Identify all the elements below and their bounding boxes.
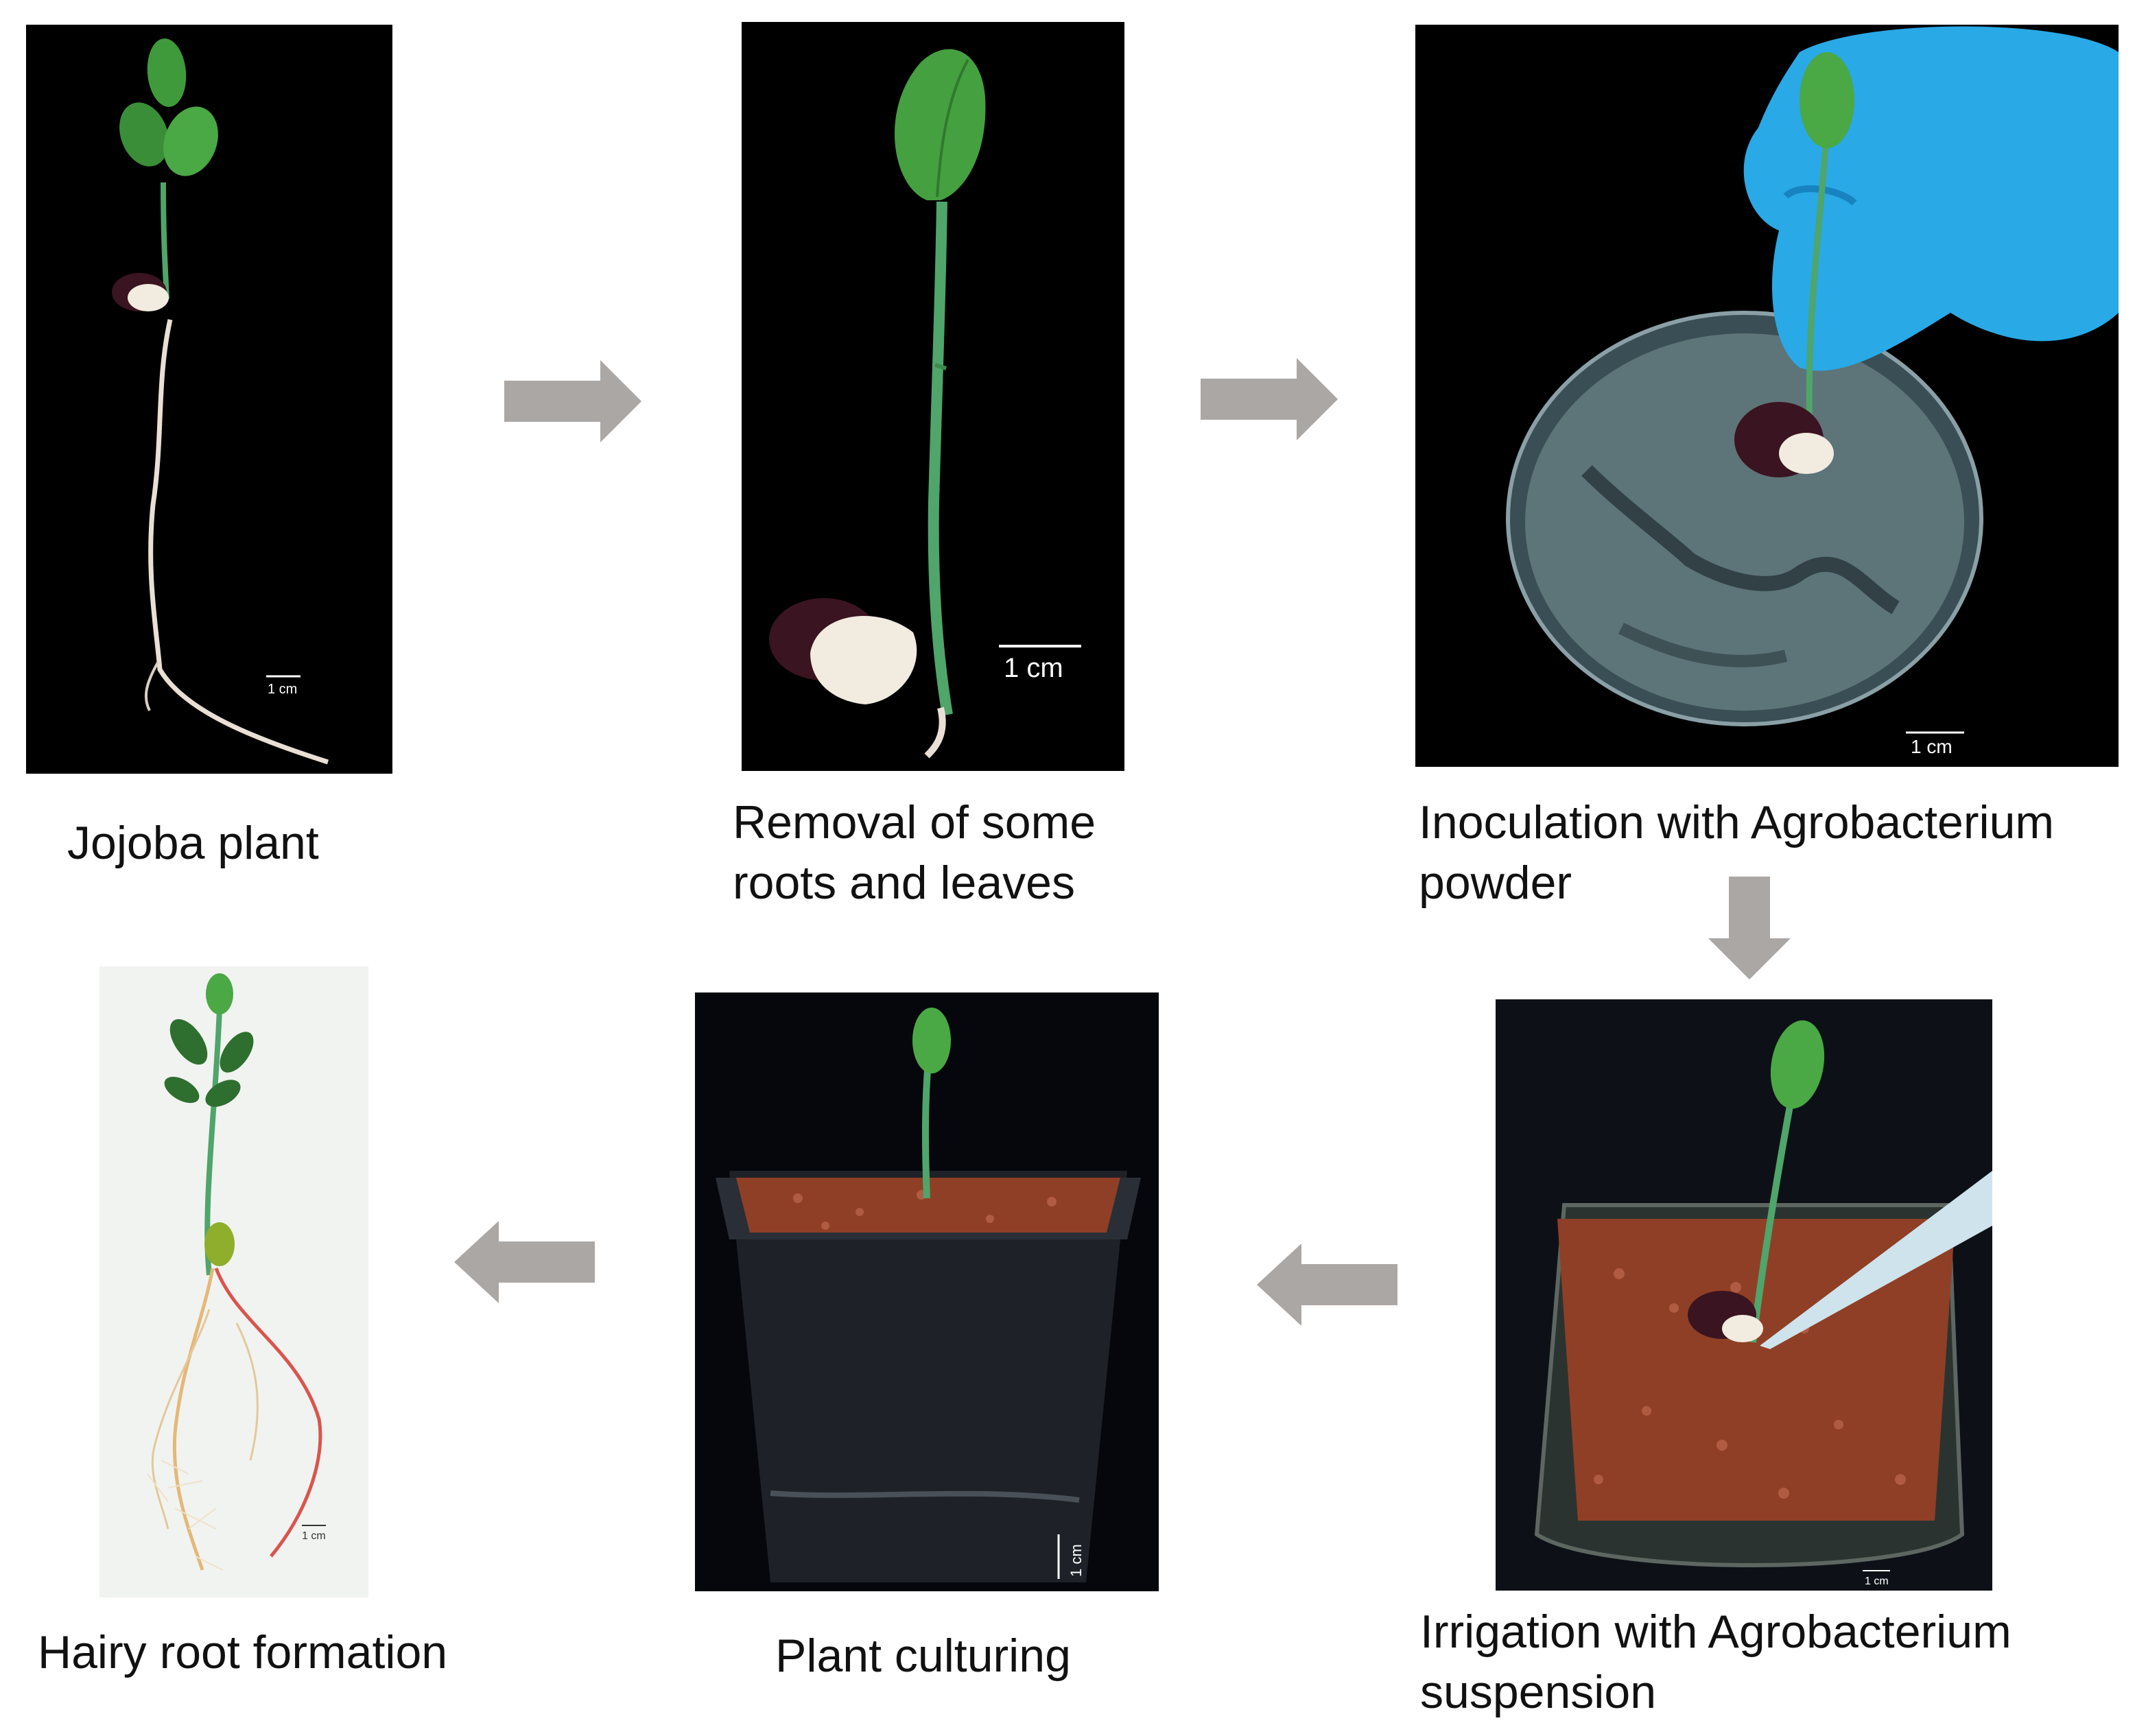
photo-culturing: 1 cm xyxy=(695,992,1159,1591)
inoculation-illustration xyxy=(1415,25,2119,767)
label-line: roots and leaves xyxy=(733,857,1075,909)
jojoba-plant-illustration xyxy=(26,25,392,774)
irrigation-illustration xyxy=(1496,999,1992,1591)
removal-illustration xyxy=(742,22,1124,771)
label-line: powder xyxy=(1419,857,1572,909)
photo-irrigation: 1 cm xyxy=(1496,999,1992,1591)
label-removal: Removal of some roots and leaves xyxy=(733,792,1096,913)
scalebar-label: 1 cm xyxy=(302,1530,326,1542)
arrow-down-icon xyxy=(1708,877,1791,979)
label-line: suspension xyxy=(1420,1666,1657,1718)
photo-hairy-root: 1 cm xyxy=(99,966,368,1597)
label-jojoba-plant: Jojoba plant xyxy=(67,813,319,873)
label-line: Inoculation with Agrobacterium xyxy=(1419,796,2055,848)
arrow-left-icon xyxy=(454,1221,595,1303)
photo-removal: 1 cm xyxy=(742,22,1124,771)
arrow-right-icon xyxy=(504,360,641,442)
label-line: Irrigation with Agrobacterium xyxy=(1420,1606,2012,1658)
label-inoculation: Inoculation with Agrobacterium powder xyxy=(1419,792,2054,913)
arrow-right-icon xyxy=(1201,358,1338,440)
culturing-illustration xyxy=(695,992,1159,1591)
label-line: Plant culturing xyxy=(775,1630,1071,1682)
photo-jojoba-plant: 1 cm xyxy=(26,25,392,774)
label-line: Removal of some xyxy=(733,796,1096,848)
label-irrigation: Irrigation with Agrobacterium suspension xyxy=(1420,1602,2012,1722)
label-line: Hairy root formation xyxy=(38,1626,448,1678)
photo-inoculation: 1 cm xyxy=(1415,25,2119,767)
arrow-left-icon xyxy=(1257,1244,1397,1326)
label-hairy-root: Hairy root formation xyxy=(38,1622,447,1683)
label-line: Jojoba plant xyxy=(67,817,319,869)
hairy-root-illustration: 1 cm xyxy=(99,966,368,1597)
label-culturing: Plant culturing xyxy=(775,1626,1071,1686)
